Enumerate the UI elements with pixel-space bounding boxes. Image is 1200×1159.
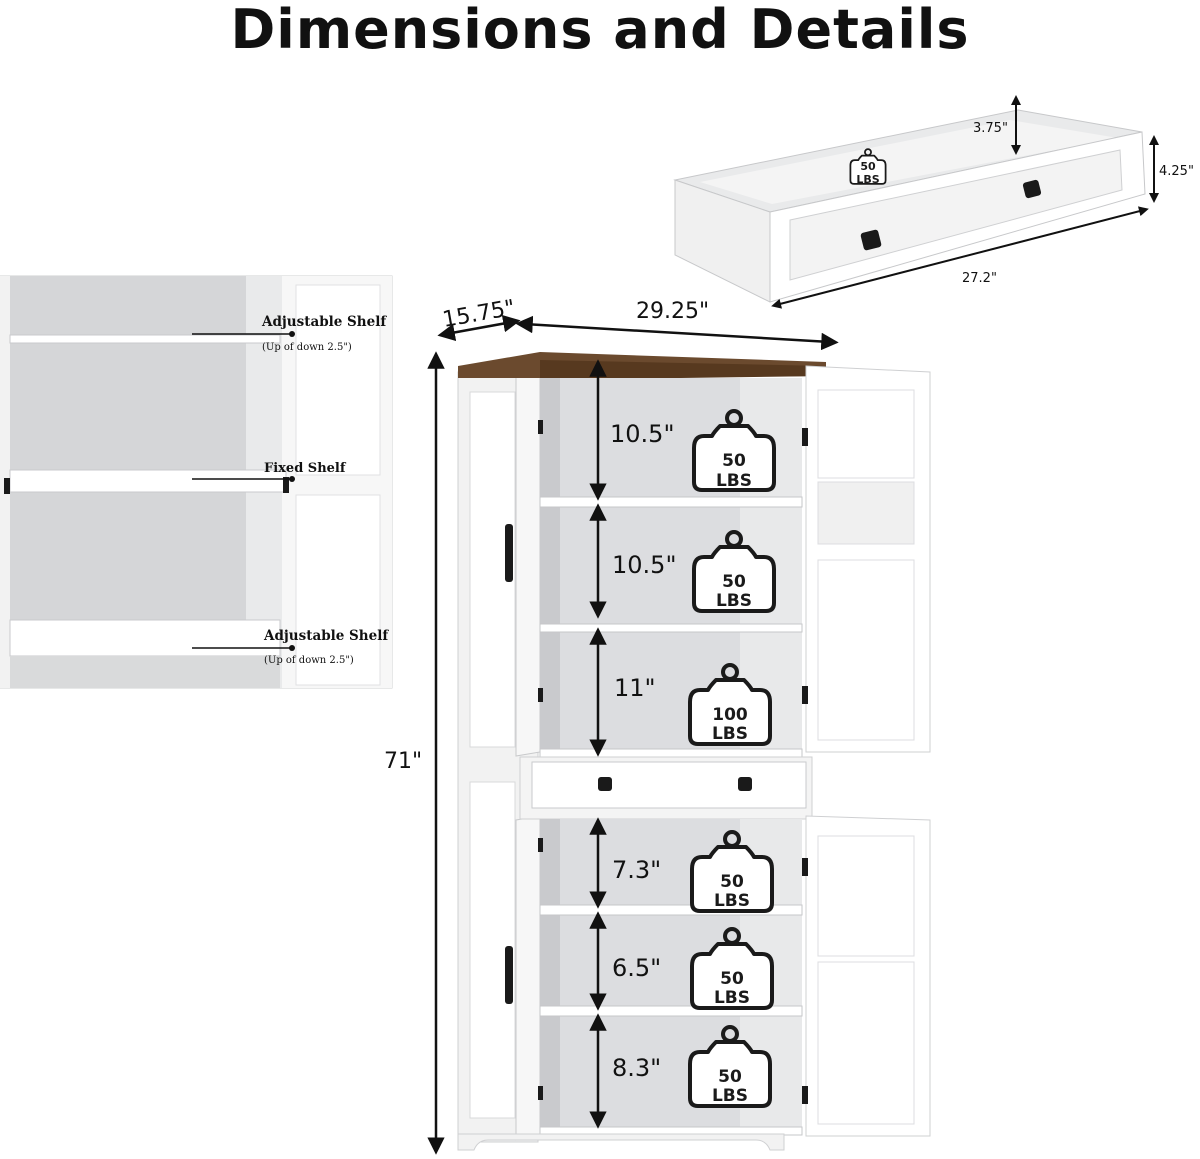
shelf-detail-panel: Adjustable Shelf (Up of down 2.5") Fixed… <box>0 275 393 689</box>
capacity-unit: LBS <box>714 988 750 1008</box>
capacity-number: 50 <box>720 969 744 989</box>
fixed-shelf-label: Fixed Shelf <box>264 461 347 476</box>
width-dimension: 29.25" <box>636 299 709 324</box>
capacity-unit: LBS <box>714 891 750 911</box>
capacity-number: 100 <box>712 705 748 725</box>
capacity-number: 50 <box>722 451 746 471</box>
compartment-6: 8.3" 50 LBS <box>589 1013 772 1129</box>
capacity-number: 50 <box>722 572 746 592</box>
compartment-height: 6.5" <box>612 954 661 982</box>
compartment-height: 11" <box>614 674 656 702</box>
capacity-unit: LBS <box>712 1086 748 1106</box>
capacity-number: 50 <box>720 872 744 892</box>
adjustable-shelf-label-bottom: Adjustable Shelf <box>263 628 389 644</box>
cabinet-dimensions: 15.75" 29.25" 71" <box>384 296 839 1155</box>
compartment-height: 10.5" <box>612 551 676 579</box>
compartment-5: 6.5" 50 LBS <box>589 911 774 1011</box>
capacity-unit: LBS <box>716 591 752 611</box>
compartment-1: 10.5" 50 LBS <box>589 359 776 501</box>
height-dimension: 71" <box>384 749 422 774</box>
capacity-unit: LBS <box>712 724 748 744</box>
compartment-4: 7.3" 50 LBS <box>589 817 774 913</box>
drawer-capacity-number: 50 <box>860 160 876 173</box>
compartment-height: 8.3" <box>612 1054 661 1082</box>
capacity-unit: LBS <box>716 471 752 491</box>
drawer-front-height: 4.25" <box>1159 164 1194 179</box>
adjustable-shelf-note-top: (Up of down 2.5") <box>262 342 352 353</box>
compartment-2: 10.5" 50 LBS <box>589 503 776 619</box>
compartment-3: 11" 100 LBS <box>589 627 772 757</box>
adjustable-shelf-label-top: Adjustable Shelf <box>261 314 387 330</box>
cabinet-illustration <box>457 352 931 1151</box>
compartment-height: 10.5" <box>610 420 674 448</box>
drawer-illustration: 50 LBS 3.75" 4.25" 27.2" <box>673 95 1194 309</box>
page-title: Dimensions and Details <box>230 0 970 61</box>
compartment-height: 7.3" <box>612 856 661 884</box>
capacity-number: 50 <box>718 1067 742 1087</box>
drawer-inner-height: 3.75" <box>973 121 1008 136</box>
drawer-width: 27.2" <box>962 271 997 286</box>
drawer-capacity-unit: LBS <box>856 173 879 186</box>
adjustable-shelf-note-bottom: (Up of down 2.5") <box>264 655 354 666</box>
